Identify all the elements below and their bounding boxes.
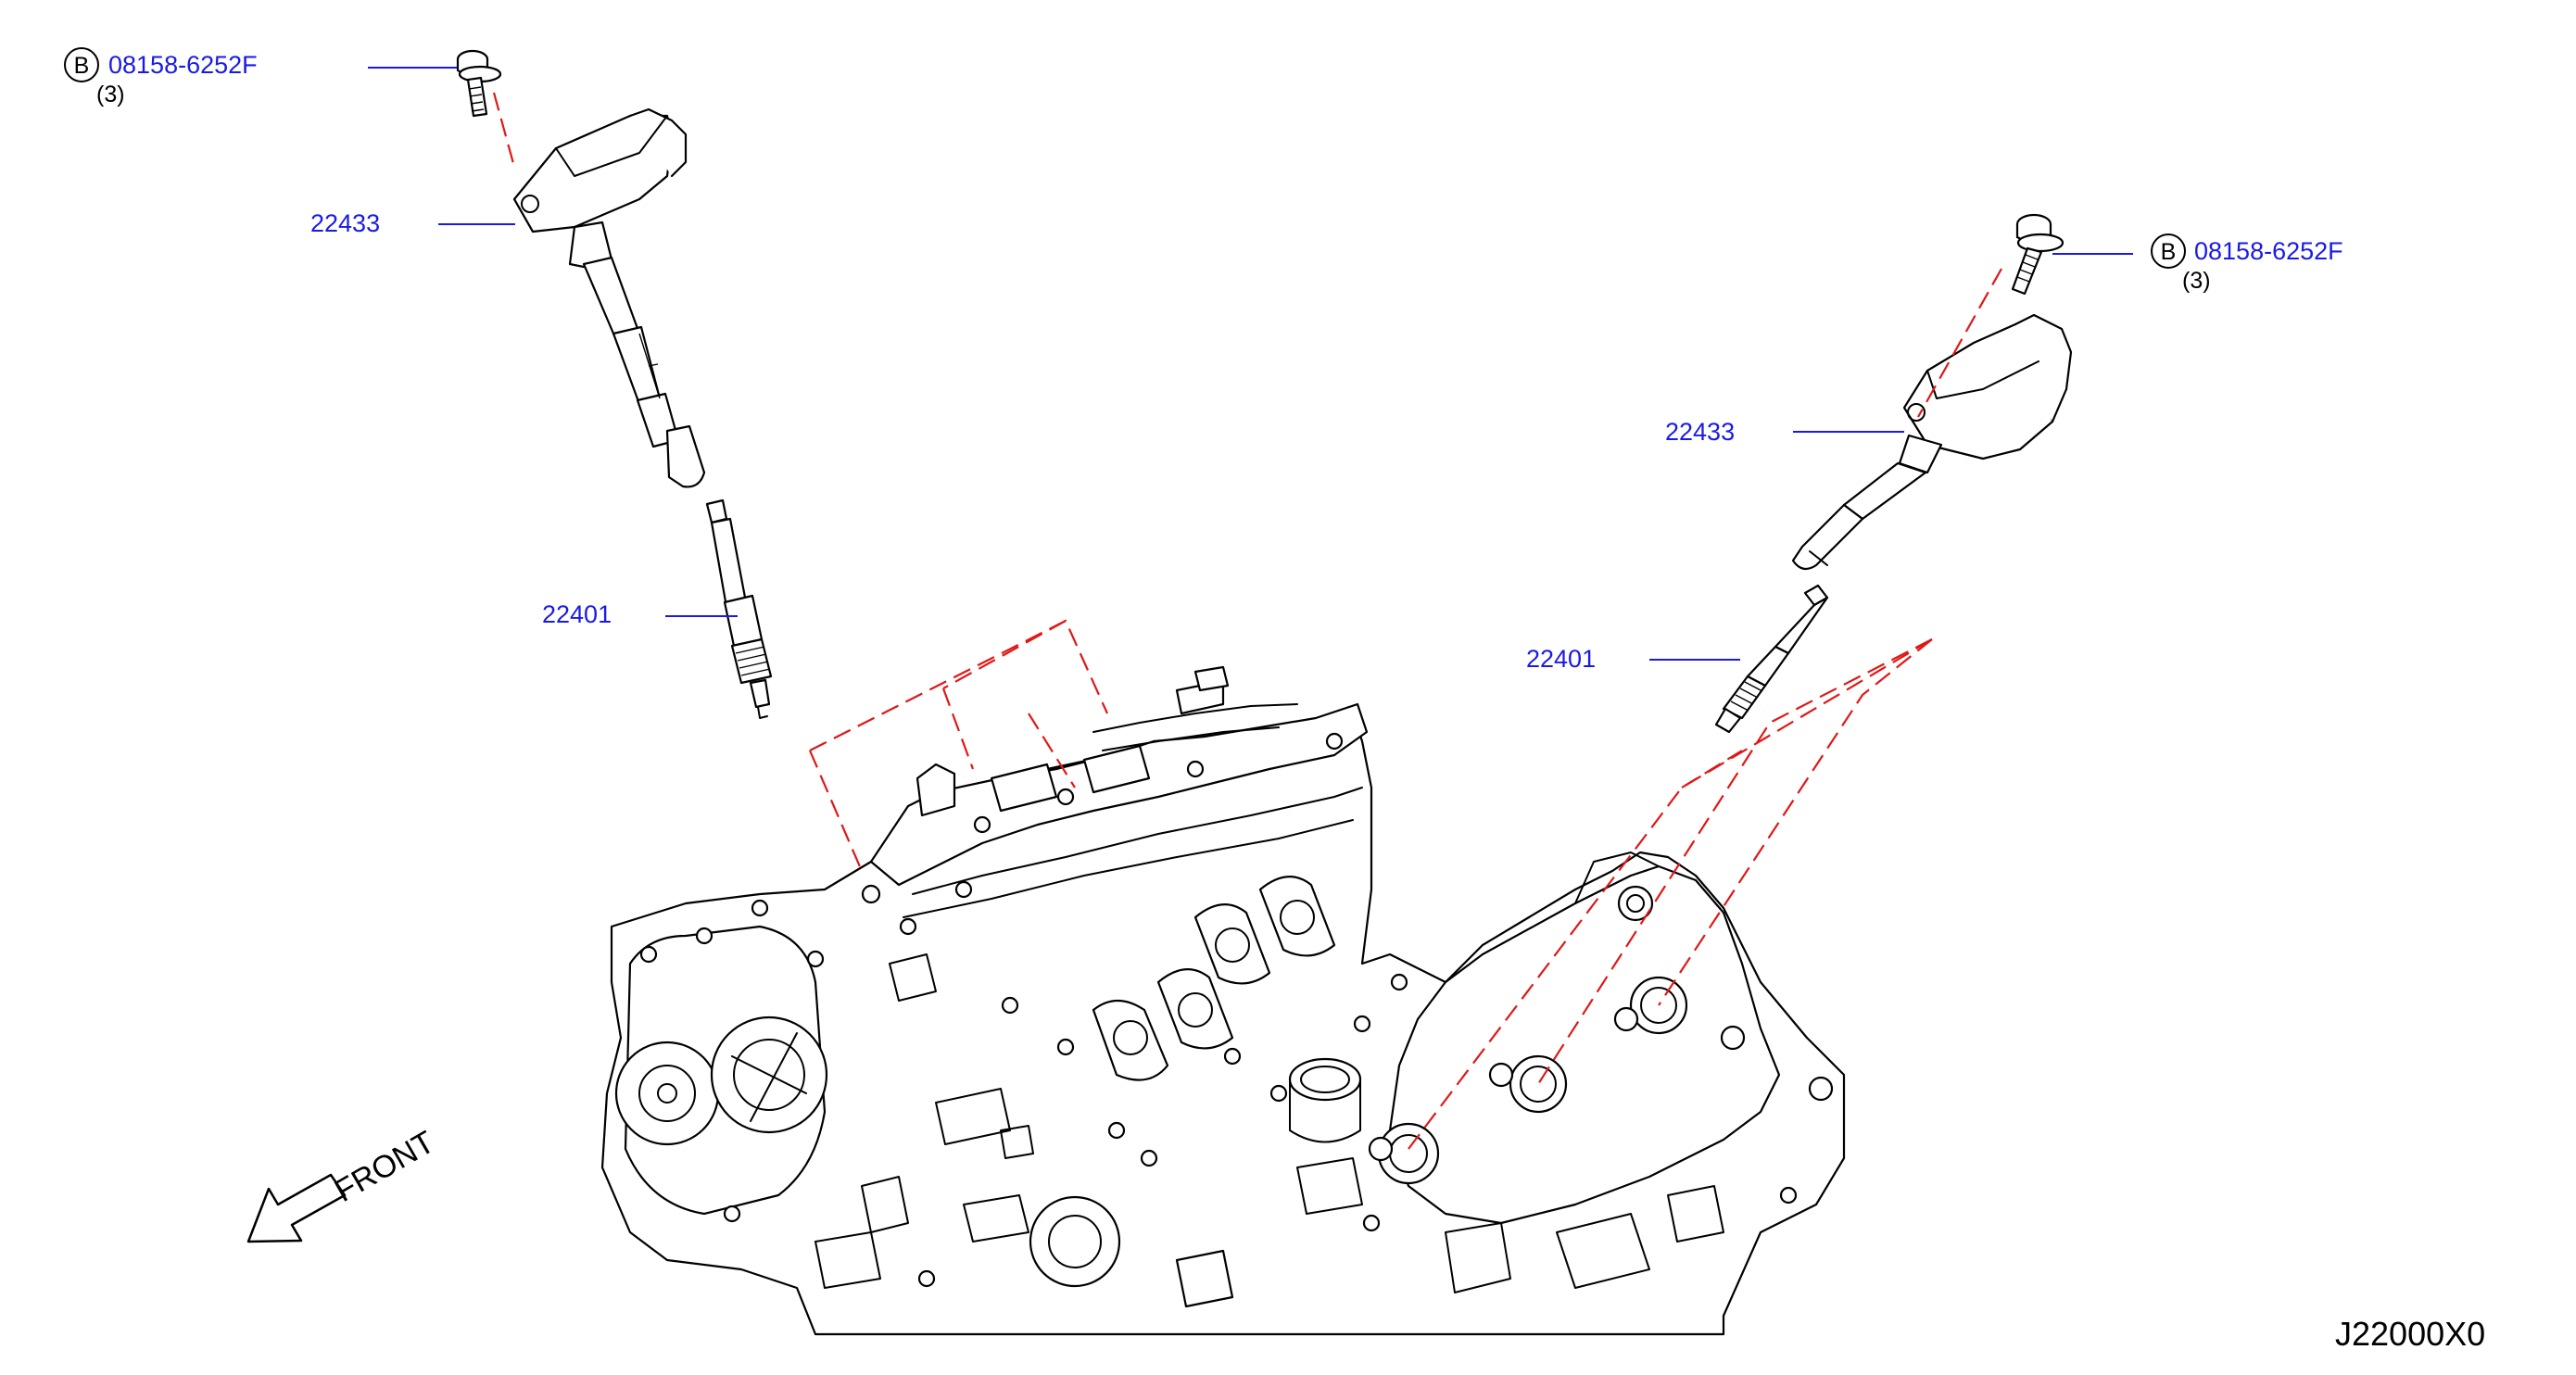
- right-ignition-coil[interactable]: [1791, 313, 2073, 571]
- water-pump-pulley: [614, 1041, 720, 1146]
- part-number-plug-left[interactable]: 22401: [542, 600, 612, 628]
- left-ignition-coil[interactable]: [512, 107, 706, 488]
- callout-badge: B: [74, 53, 90, 79]
- quantity-bolt-left: (3): [96, 82, 125, 107]
- left-spark-plug[interactable]: [705, 498, 773, 719]
- callout-plug-left[interactable]: 22401: [542, 600, 738, 628]
- callout-plug-right[interactable]: 22401: [1526, 645, 1740, 673]
- engine-assembly: [600, 665, 1846, 1336]
- callout-bolt-left[interactable]: B 08158-6252F (3): [64, 47, 457, 107]
- part-number-coil-right[interactable]: 22433: [1665, 418, 1735, 446]
- callout-coil-right[interactable]: 22433: [1665, 418, 1904, 446]
- left-ignition-bolt[interactable]: [456, 49, 502, 118]
- part-number-bolt-left[interactable]: 08158-6252F: [108, 51, 258, 79]
- diagram-id: J22000X0: [2335, 1315, 2485, 1353]
- front-label: FRONT: [329, 1124, 440, 1208]
- callout-coil-left[interactable]: 22433: [310, 209, 515, 237]
- engine-bolt-heads: [639, 732, 1798, 1288]
- right-ignition-bolt[interactable]: [2011, 213, 2065, 296]
- front-direction-indicator: FRONT: [246, 1124, 440, 1243]
- part-number-plug-right[interactable]: 22401: [1526, 645, 1596, 673]
- intake-ports: [1092, 876, 1336, 1081]
- front-arrow-icon: [246, 1173, 347, 1243]
- callout-badge-circle: [2151, 233, 2186, 269]
- part-number-coil-left[interactable]: 22433: [310, 209, 380, 237]
- quantity-bolt-right: (3): [2182, 268, 2211, 294]
- part-number-bolt-right[interactable]: 08158-6252F: [2194, 237, 2343, 265]
- alignment-lines: [492, 92, 2002, 1150]
- callout-badge-circle: [64, 47, 99, 82]
- callout-badge: B: [2161, 239, 2177, 265]
- callout-bolt-right[interactable]: B 08158-6252F (3): [2052, 233, 2343, 294]
- right-spark-plug[interactable]: [1714, 584, 1829, 734]
